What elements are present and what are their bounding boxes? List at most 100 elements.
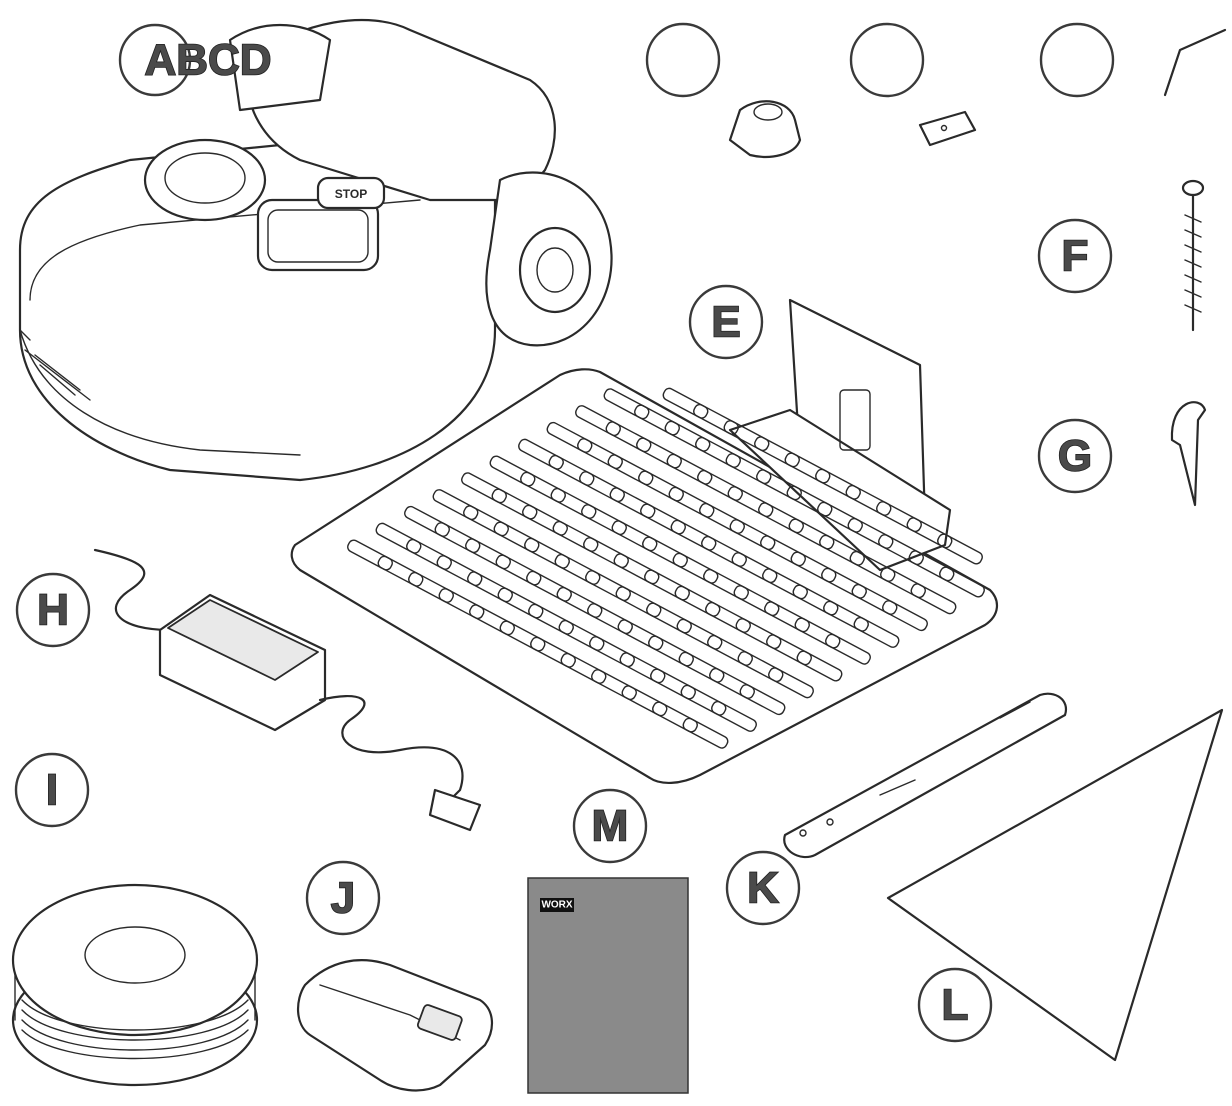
base-slot <box>530 636 576 668</box>
base-slot <box>758 502 804 534</box>
base-slot <box>674 585 721 617</box>
base-slot <box>729 519 776 551</box>
base-slot <box>617 619 664 651</box>
base-slot <box>347 539 393 571</box>
base-slot <box>910 583 957 615</box>
base-slot <box>727 486 774 518</box>
label-h-text: H <box>37 586 69 635</box>
base-slot <box>619 652 666 684</box>
base-slot <box>664 420 711 452</box>
base-slot <box>634 404 680 436</box>
base-slot <box>650 668 696 700</box>
base-slot <box>851 583 898 615</box>
base-slot <box>792 584 839 616</box>
base-slot <box>550 487 597 519</box>
base-slot <box>731 552 778 584</box>
label-blank-2 <box>849 22 925 98</box>
base-slot <box>695 436 741 468</box>
base-slot <box>796 650 843 682</box>
base-slot <box>646 602 692 634</box>
base-slot <box>693 403 739 435</box>
base-slot <box>497 587 544 619</box>
base-slot <box>469 604 515 636</box>
label-k-text: K <box>747 864 779 913</box>
base-slot <box>467 571 513 603</box>
label-l: L <box>917 967 993 1043</box>
peg <box>1170 401 1207 507</box>
base-slot <box>668 486 715 518</box>
base-slot <box>756 469 802 501</box>
base-slot <box>546 421 593 453</box>
base-slot <box>489 455 536 487</box>
base-slot <box>556 586 603 618</box>
base-slot <box>906 517 953 549</box>
label-j: J <box>305 860 381 936</box>
base-slot <box>377 555 424 587</box>
base-slot <box>615 586 662 618</box>
base-slot <box>493 521 540 553</box>
label-m-text: M <box>592 802 629 851</box>
base-slot <box>876 501 922 533</box>
base-slot <box>908 550 955 582</box>
base-slot <box>670 519 717 551</box>
base-slot <box>823 600 869 632</box>
base-slot <box>682 717 729 749</box>
base-slot <box>703 568 749 600</box>
label-g: G <box>1037 418 1113 494</box>
base-slot <box>678 651 725 683</box>
label-e: E <box>688 284 764 360</box>
base-slot <box>680 684 727 716</box>
base-slot <box>723 420 770 452</box>
base-slot <box>522 504 568 536</box>
base-slot <box>520 471 566 503</box>
base-slot <box>739 684 786 716</box>
base-slot <box>764 601 810 633</box>
base-slot <box>709 667 755 699</box>
base-slot <box>735 618 782 650</box>
base-slot <box>815 468 861 500</box>
base-slot <box>845 484 892 516</box>
base-slot <box>705 601 751 633</box>
base-slot <box>638 470 684 502</box>
base-slot <box>461 472 507 504</box>
base-slot <box>662 387 709 419</box>
base-slot <box>438 588 485 620</box>
base-slot <box>790 551 837 583</box>
base-slot <box>528 603 574 635</box>
user-manual: WORX <box>527 877 689 1094</box>
base-slot <box>406 538 452 570</box>
base-slot <box>642 536 688 568</box>
base-slot <box>605 421 652 453</box>
base-slot <box>518 438 564 470</box>
base-slot <box>577 438 623 470</box>
base-slot <box>589 636 635 668</box>
label-h: H <box>15 572 91 648</box>
base-slot <box>495 554 542 586</box>
power-supply <box>93 548 482 832</box>
base-slot <box>607 454 654 486</box>
label-blank-3 <box>1039 22 1115 98</box>
base-slot <box>524 537 570 569</box>
base-slot <box>737 651 784 683</box>
base-slot <box>408 571 454 603</box>
base-slot <box>821 567 867 599</box>
robot-mower: STOP <box>18 18 613 482</box>
base-slot <box>583 537 629 569</box>
base-slot <box>491 488 538 520</box>
base-slot <box>463 505 509 537</box>
base-slot <box>465 538 511 570</box>
base-slot <box>937 533 983 565</box>
base-slot <box>697 469 743 501</box>
base-slot <box>603 388 650 420</box>
base-slot <box>699 502 745 534</box>
base-slot <box>847 517 894 549</box>
screw <box>1181 179 1205 332</box>
triangle-sheet <box>886 708 1224 1062</box>
base-slot <box>648 635 694 667</box>
label-f: F <box>1037 218 1113 294</box>
base-slot <box>784 452 831 484</box>
blade-plate <box>918 110 977 147</box>
base-slot <box>652 701 698 733</box>
label-l-text: L <box>942 981 969 1030</box>
